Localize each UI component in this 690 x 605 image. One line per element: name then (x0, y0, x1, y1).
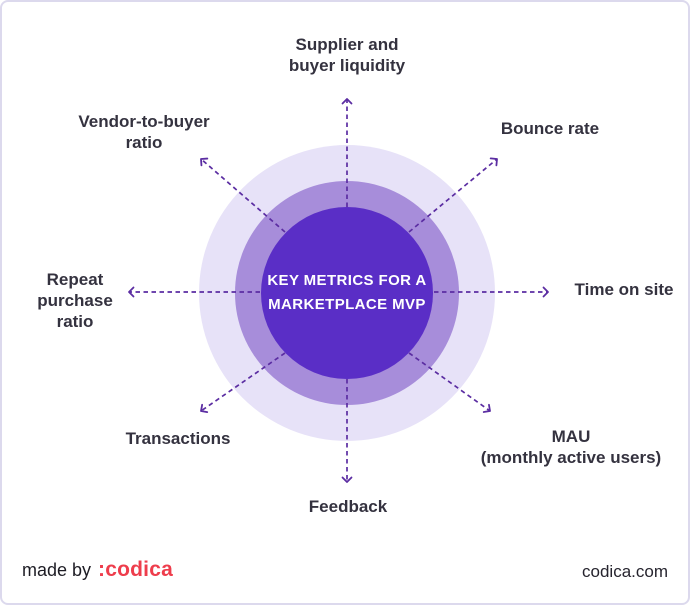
made-by-text: made by (22, 560, 92, 580)
website-url: codica.com (582, 562, 668, 581)
metric-line: Time on site (574, 280, 674, 299)
arrow-north-east (408, 157, 498, 233)
metric-label-transactions: Transactions (126, 428, 231, 449)
metric-label-bounce-rate: Bounce rate (501, 118, 599, 139)
metric-line: Supplier and (295, 35, 399, 54)
metric-line: Vendor-to-buyer (78, 112, 210, 131)
made-by-attribution: made by :codica (22, 558, 173, 582)
arrow-south-east (408, 352, 491, 413)
metric-line: ratio (125, 133, 163, 152)
metric-label-vendor-to-buyer-ratio: Vendor-to-buyer ratio (78, 111, 209, 153)
metric-line: buyer liquidity (288, 56, 406, 75)
center-title-line: KEY METRICS FOR (267, 272, 412, 289)
metric-line: Repeat (46, 270, 104, 289)
center-title-line: A MARKETPLACE (268, 272, 427, 313)
center-circle-title: KEY METRICS FOR A MARKETPLACE MVP (247, 269, 447, 317)
metric-label-time-on-site: Time on site (575, 279, 674, 300)
metric-line: Bounce rate (500, 119, 600, 138)
metric-label-supplier-and-buyer-liquidity: Supplier and buyer liquidity (289, 34, 405, 76)
codica-logo: :codica (98, 558, 173, 581)
metric-label-repeat-purchase-ratio: Repeat purchase ratio (37, 269, 113, 332)
arrow-south-west (200, 352, 286, 414)
metric-line: ratio (56, 312, 94, 331)
inner-circle (261, 207, 433, 379)
metric-line: purchase (37, 291, 113, 310)
metric-line: MAU (551, 427, 591, 446)
metric-label-feedback: Feedback (309, 496, 387, 517)
metric-line: (monthly active users) (480, 448, 662, 467)
metric-line: Feedback (308, 497, 388, 516)
metric-label-mau-monthly-active-users: MAU (monthly active users) (481, 426, 661, 468)
arrow-north-west (200, 157, 286, 233)
center-title-line: MVP (392, 296, 426, 313)
metric-line: Transactions (125, 429, 231, 448)
